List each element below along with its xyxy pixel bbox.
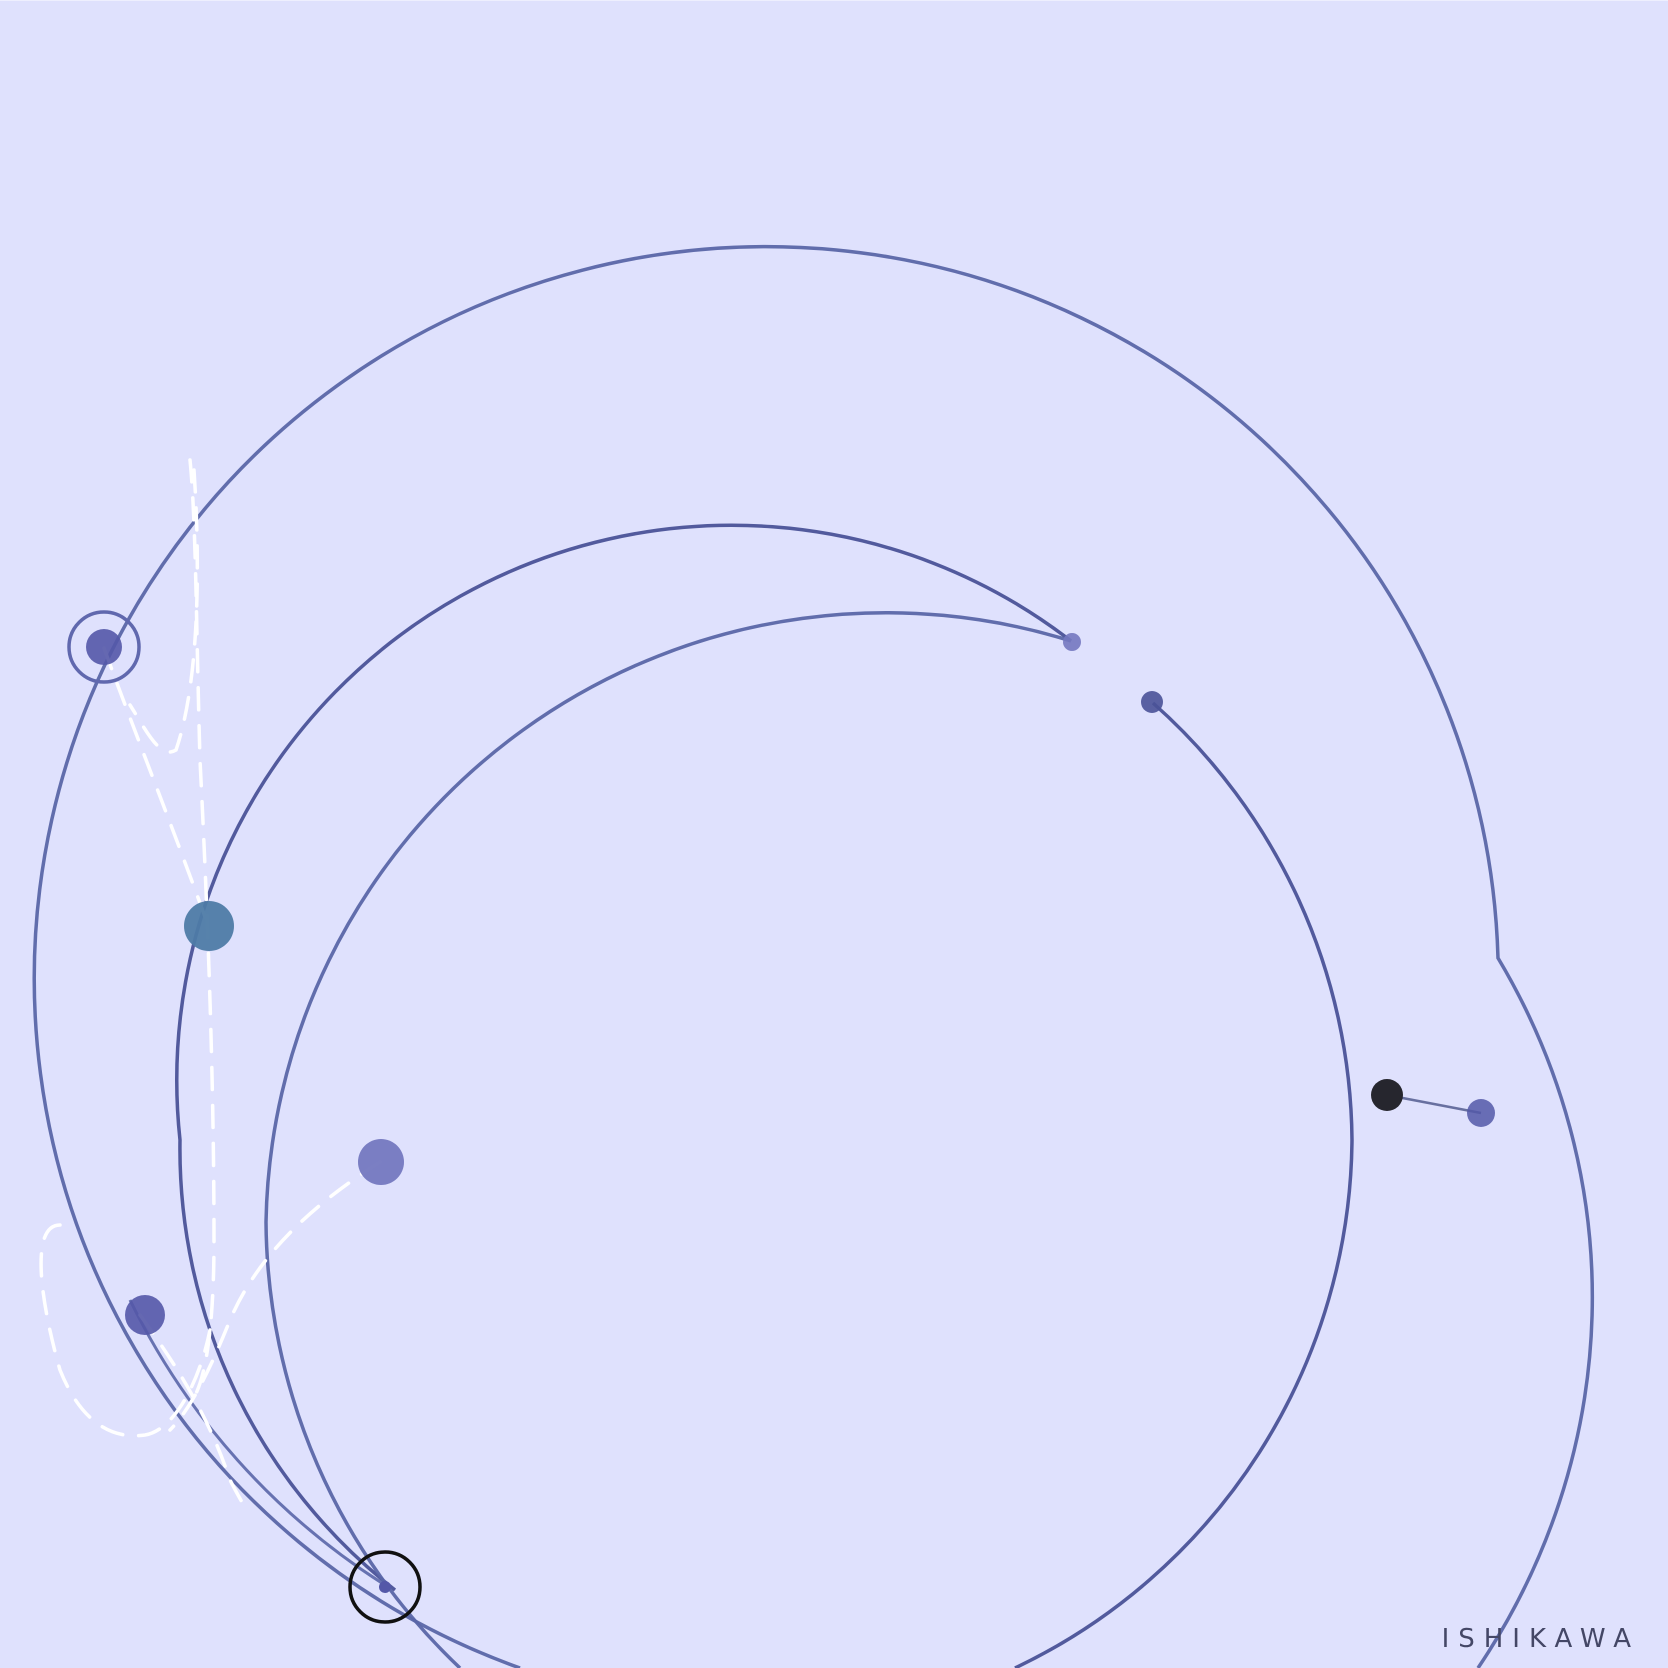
orbit-middle [175,523,1073,1592]
orbiting-body-lavender[interactable] [358,1139,404,1185]
orbiting-body-lower-left[interactable] [125,1295,165,1335]
orbit-lower-left [128,1299,386,1587]
orbit-outer [32,244,1595,1668]
selection-ring[interactable] [67,610,141,684]
trail-teal-to-upper [102,646,210,927]
focus-ring[interactable] [348,1550,422,1624]
orbiting-body-upper-left[interactable] [86,629,122,665]
motion-trails [39,458,382,1512]
arc-endpoint-right[interactable] [1141,691,1163,713]
bodies [86,629,1495,1593]
orbit-middle-right [1014,701,1354,1668]
orbit-paths [32,244,1595,1668]
arc-endpoint-upper[interactable] [1063,633,1081,651]
orbit-inner [264,610,1072,1668]
trail-upper-hook [128,468,200,754]
orbiting-body-teal[interactable] [184,901,234,951]
brand-wordmark: ISHIKAWA [1441,1624,1640,1654]
trail-lower-diagonal [138,1313,246,1512]
focus-point[interactable] [379,1581,391,1593]
trail-lavender-tail [168,1160,382,1432]
top-edge-line [0,0,1668,1]
orbiting-body-right[interactable] [1467,1099,1495,1127]
orbiting-body-dark[interactable] [1371,1079,1403,1111]
trail-lower-loop [39,1223,212,1438]
